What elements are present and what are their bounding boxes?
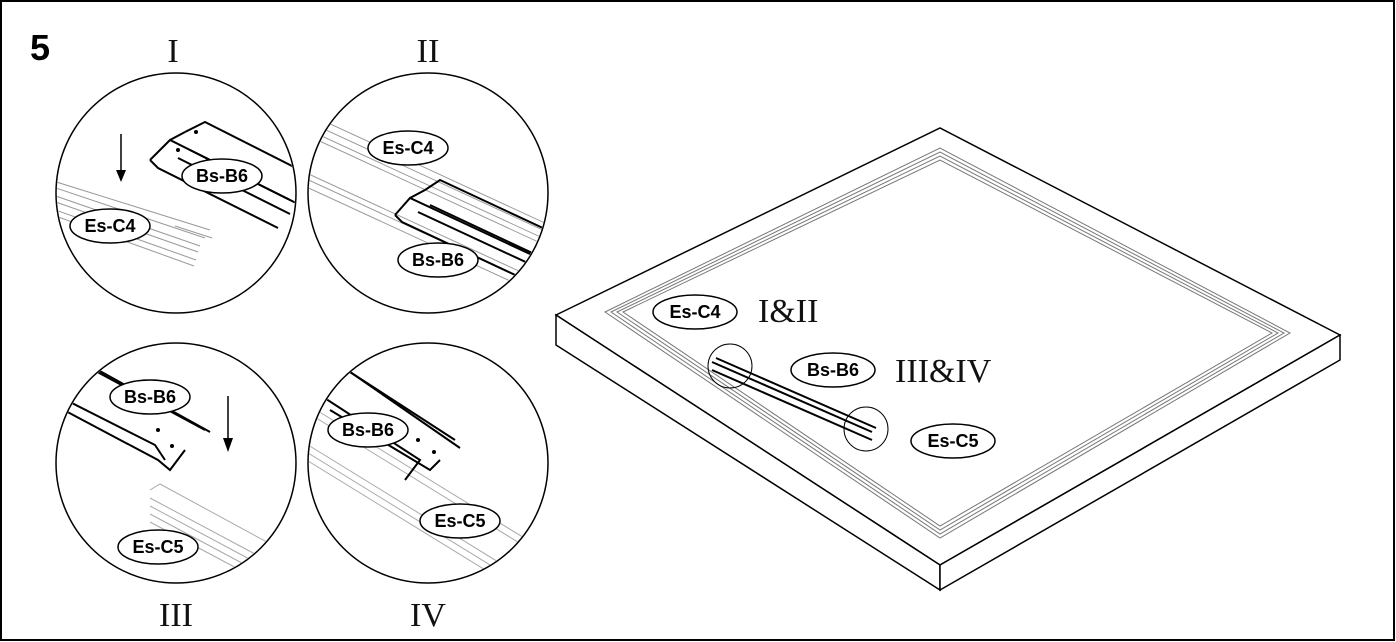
- detail-circle-2: II Es-C4: [307, 33, 549, 314]
- svg-text:Bs-B6: Bs-B6: [807, 360, 859, 380]
- detail-2-label-bs-b6: Bs-B6: [397, 242, 479, 278]
- svg-text:Es-C5: Es-C5: [132, 537, 183, 557]
- overview-label-es-c5: Es-C5: [910, 423, 996, 459]
- callout-circle-2: [843, 406, 889, 452]
- detail-numeral-2: II: [417, 33, 440, 70]
- svg-text:Es-C5: Es-C5: [434, 511, 485, 531]
- svg-text:Es-C4: Es-C4: [84, 216, 135, 236]
- svg-text:Bs-B6: Bs-B6: [124, 387, 176, 407]
- svg-text:Bs-B6: Bs-B6: [196, 166, 248, 186]
- detail-1-label-es-c4: Es-C4: [69, 208, 151, 244]
- svg-text:Es-C4: Es-C4: [669, 302, 720, 322]
- overview-label-es-c4: Es-C4: [652, 294, 738, 330]
- platform-overview: [554, 127, 1342, 592]
- detail-numeral-4: IV: [410, 597, 446, 634]
- overview-label-bs-b6: Bs-B6: [790, 352, 876, 388]
- detail-3-label-es-c5: Es-C5: [117, 529, 199, 565]
- overview-callout-1: I&II: [758, 293, 818, 330]
- detail-3-label-bs-b6: Bs-B6: [109, 379, 191, 415]
- platform-right-face: [939, 333, 1341, 592]
- svg-text:Es-C5: Es-C5: [927, 431, 978, 451]
- detail-4-label-bs-b6: Bs-B6: [327, 412, 409, 448]
- platform-frame-rails: [604, 147, 1292, 539]
- detail-numeral-1: I: [167, 33, 178, 70]
- detail-circle-3: III Bs-B6: [55, 342, 297, 634]
- detail-numeral-3: III: [159, 597, 193, 634]
- callout-circle-1: [707, 343, 753, 389]
- svg-text:Bs-B6: Bs-B6: [412, 250, 464, 270]
- svg-text:Es-C4: Es-C4: [382, 138, 433, 158]
- detail-circle-4: IV Bs-B6 Es-C5: [307, 342, 549, 634]
- detail-2-label-es-c4: Es-C4: [367, 130, 449, 166]
- step-number: 5: [30, 27, 50, 68]
- detail-1-label-bs-b6: Bs-B6: [181, 158, 263, 194]
- detail-circle-1: I: [55, 33, 297, 314]
- overview-callout-2: III&IV: [895, 353, 992, 390]
- svg-text:Bs-B6: Bs-B6: [342, 420, 394, 440]
- detail-4-label-es-c5: Es-C5: [419, 503, 501, 539]
